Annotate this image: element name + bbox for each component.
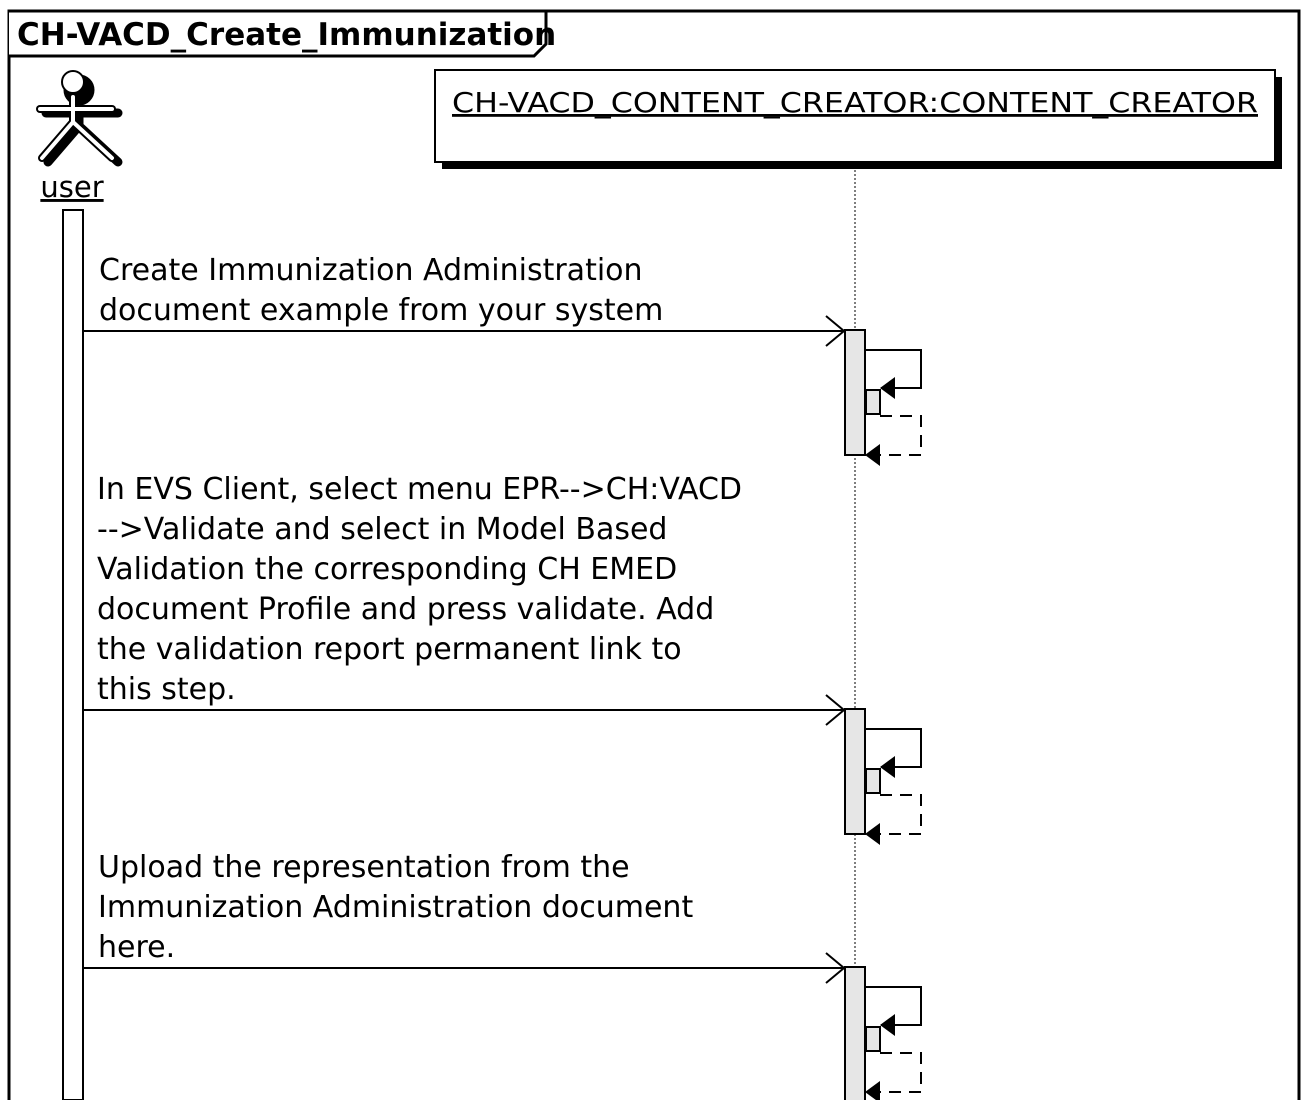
frame-title-tab	[9, 9, 548, 58]
message-label-line: In EVS Client, select menu EPR-->CH:VACD	[97, 472, 742, 507]
actor-name: user	[40, 170, 103, 204]
message-label-line: document Profile and press validate. Add	[97, 592, 714, 627]
participant-name: CH-VACD_CONTENT_CREATOR:CONTENT_CREATOR	[452, 86, 1258, 119]
self-message-line	[866, 728, 922, 768]
self-message-arrowhead	[880, 1014, 895, 1036]
message-label-line: -->Validate and select in Model Based	[97, 512, 667, 547]
nested-activation-bar	[865, 1026, 881, 1052]
self-return-line	[866, 1052, 922, 1093]
self-message-arrowhead	[880, 756, 895, 778]
actor-activation-bar	[62, 209, 84, 1100]
self-return-line	[866, 415, 922, 456]
self-message-line	[866, 986, 922, 1026]
message-label: Create Immunization Administration docum…	[99, 253, 663, 328]
message-label-line: Create Immunization Administration	[99, 253, 643, 288]
message-label-line: the validation report permanent link to	[97, 632, 682, 667]
message-label-line: document example from your system	[99, 293, 663, 328]
self-return-line	[866, 794, 922, 835]
self-return-arrowhead	[865, 823, 880, 845]
stick-figure-actor-icon	[36, 70, 123, 167]
diagram-frame	[7, 9, 1301, 1100]
participant-box	[434, 69, 1276, 163]
message-label-line: Immunization Administration document	[98, 890, 693, 925]
nested-activation-bar	[865, 768, 881, 794]
participant-activation-bar	[844, 708, 866, 835]
message-label-line: Validation the corresponding CH EMED	[97, 552, 677, 587]
message-label-line: here.	[98, 930, 175, 965]
message-label: In EVS Client, select menu EPR-->CH:VACD…	[97, 472, 752, 707]
participant-activation-bar	[844, 329, 866, 456]
self-return-arrowhead	[865, 1081, 880, 1100]
self-message-line	[866, 349, 922, 389]
participant-activation-bar	[844, 966, 866, 1100]
message-1: Create Immunization Administration docum…	[84, 253, 922, 466]
message-label-line: Upload the representation from the	[98, 850, 630, 885]
message-3: Upload the representation from the Immun…	[84, 850, 922, 1100]
self-return-arrowhead	[865, 444, 880, 466]
self-message-arrowhead	[880, 377, 895, 399]
message-label-line: this step.	[97, 672, 236, 707]
message-label: Upload the representation from the Immun…	[98, 850, 703, 965]
frame-title: CH-VACD_Create_Immunization	[17, 17, 556, 53]
message-2: In EVS Client, select menu EPR-->CH:VACD…	[84, 472, 922, 845]
nested-activation-bar	[865, 389, 881, 415]
